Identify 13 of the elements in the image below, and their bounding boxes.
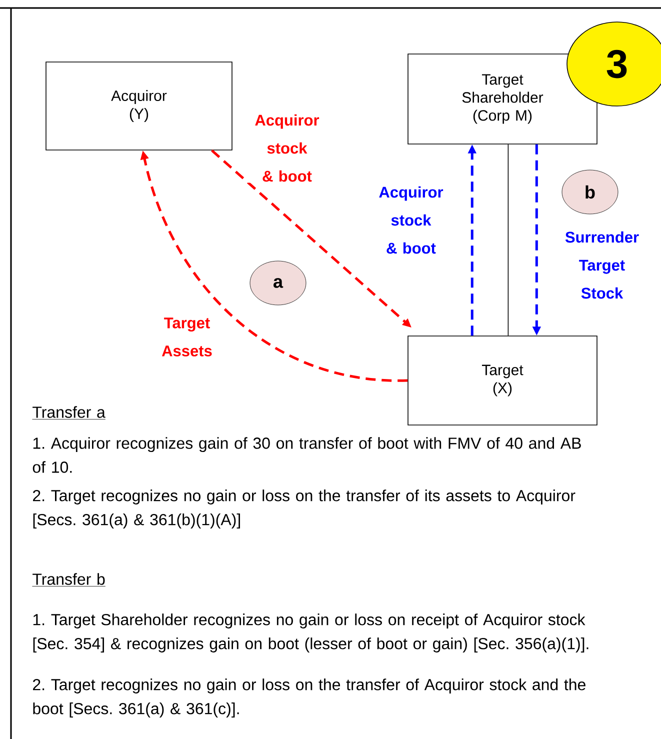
edge-label: Acquiror stock & boot	[370, 185, 452, 255]
note-text: 2. Target recognizes no gain or loss on the transfer of Acquiror stock and the boot [Secs. 361(a) & 361(c)].	[33, 678, 586, 718]
edge-label: Target Assets	[151, 316, 223, 358]
edge-label: Acquiror stock & boot	[246, 113, 328, 183]
step-number-badge: 3	[566, 22, 661, 106]
edge-label: Surrender Target Stock	[559, 230, 645, 300]
section-heading: Transfer b	[32, 573, 106, 586]
entity-box: Target Shareholder (Corp M)	[408, 54, 598, 144]
entity-box: Acquiror (Y)	[46, 62, 232, 150]
section-heading: Transfer a	[32, 406, 106, 420]
entity-box: Target (X)	[408, 336, 598, 426]
note-text: 2. Target recognizes no gain or loss on the transfer of its assets to Acquiror [Secs. 361(a) & 361(b)(1)(A)]	[33, 490, 576, 528]
note-text: 1. Target Shareholder recognizes no gain or loss on receipt of Acquiror stock [Sec. 354] & recognizes gain on boot (lesser of boot or gain) [Sec. 356(a)(1)].	[33, 614, 588, 652]
